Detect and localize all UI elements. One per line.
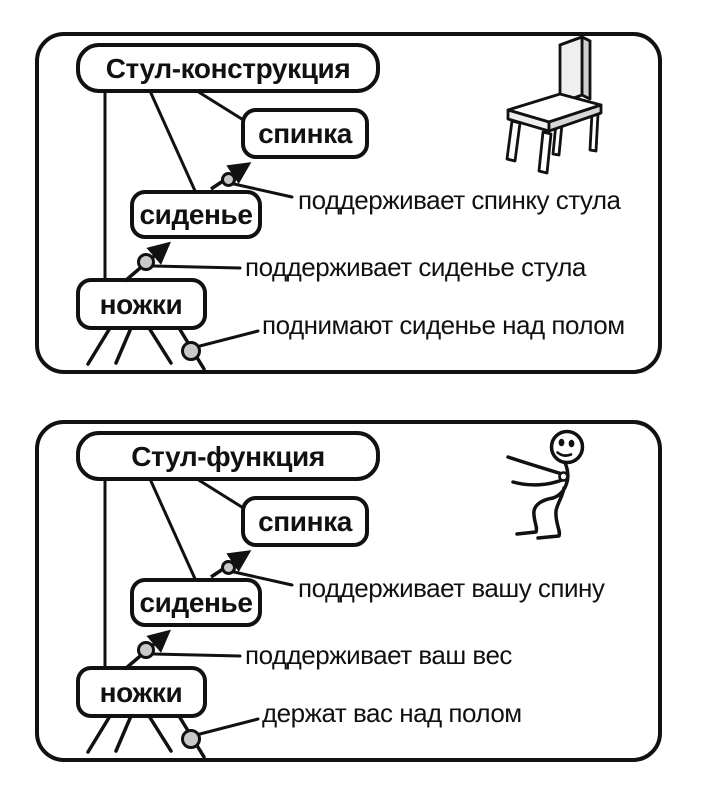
node-legs-label: ножки <box>100 289 183 320</box>
node-back-label: спинка <box>258 506 353 537</box>
panel-construction: Стул-конструкция спинка сиденье ножки по… <box>35 32 662 374</box>
panel-function: Стул-функция спинка сиденье ножки поддер… <box>35 420 662 762</box>
connector-dot-seat <box>137 253 155 271</box>
title-box <box>76 431 380 481</box>
node-back-box <box>241 108 369 159</box>
annotation-seat: поддерживает ваш вес <box>245 640 512 670</box>
node-back-label: спинка <box>258 118 353 149</box>
connector-dot-legs <box>181 729 201 749</box>
annotation-seat: поддерживает сиденье стула <box>245 252 587 282</box>
annotation-back: поддерживает вашу спину <box>298 573 605 603</box>
sitting-person-icon <box>506 429 585 540</box>
annotation-legs: держат вас над полом <box>262 698 522 728</box>
node-seat-label: сиденье <box>139 587 252 618</box>
annotation-back: поддерживает спинку стула <box>298 185 622 215</box>
connector-dot-legs <box>181 341 201 361</box>
node-back-box <box>241 496 369 547</box>
chair-icon <box>505 35 603 175</box>
panel-title: Стул-конструкция <box>106 53 351 84</box>
annotation-legs: поднимают сиденье над полом <box>262 310 625 340</box>
hierarchy-lines <box>103 89 246 281</box>
connector-dot-back <box>221 560 236 575</box>
annotation-leader-lines <box>151 570 294 737</box>
hierarchy-lines <box>103 477 246 669</box>
panel-title: Стул-функция <box>131 441 325 472</box>
node-seat-label: сиденье <box>139 199 252 230</box>
annotation-leader-lines <box>151 182 294 349</box>
connector-dot-seat <box>137 641 155 659</box>
node-legs-box <box>76 278 207 330</box>
node-seat-box <box>130 578 262 627</box>
node-legs-label: ножки <box>100 677 183 708</box>
connector-dot-back <box>221 172 236 187</box>
title-box <box>76 43 380 93</box>
node-legs-box <box>76 666 207 718</box>
node-seat-box <box>130 190 262 239</box>
